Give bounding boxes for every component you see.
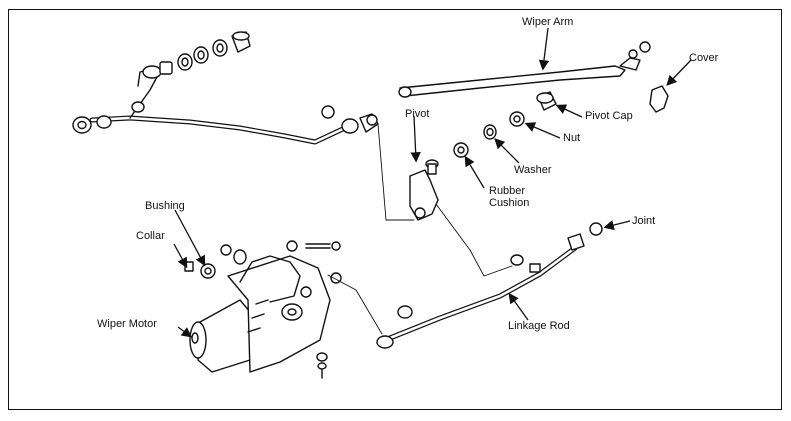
leader-arrows <box>173 27 692 338</box>
label-pivot: Pivot <box>405 108 430 120</box>
label-washer: Washer <box>514 164 552 176</box>
linkage-rod-part <box>376 222 603 349</box>
label-wiper-arm: Wiper Arm <box>522 16 574 28</box>
cover-part <box>649 85 669 113</box>
label-joint: Joint <box>632 215 656 227</box>
pivot-part <box>409 159 439 221</box>
wiper-arm-part <box>398 41 651 98</box>
label-pivot-cap: Pivot Cap <box>585 110 633 122</box>
label-collar: Collar <box>136 230 165 242</box>
label-linkage-rod: Linkage Rod <box>508 320 570 332</box>
assembly-lines <box>327 123 513 335</box>
label-cover: Cover <box>689 52 719 64</box>
label-wiper-motor: Wiper Motor <box>97 318 157 330</box>
label-nut: Nut <box>563 132 581 144</box>
pivot-hardware <box>453 91 557 158</box>
motor-hardware <box>184 240 342 379</box>
left-link-assembly <box>72 31 379 145</box>
label-rubber-cushion-line1: Rubber <box>489 185 526 197</box>
label-bushing: Bushing <box>145 200 185 212</box>
label-rubber-cushion-line2: Cushion <box>489 197 530 209</box>
wiper-motor-part <box>189 255 331 373</box>
diagram-frame <box>8 9 782 410</box>
